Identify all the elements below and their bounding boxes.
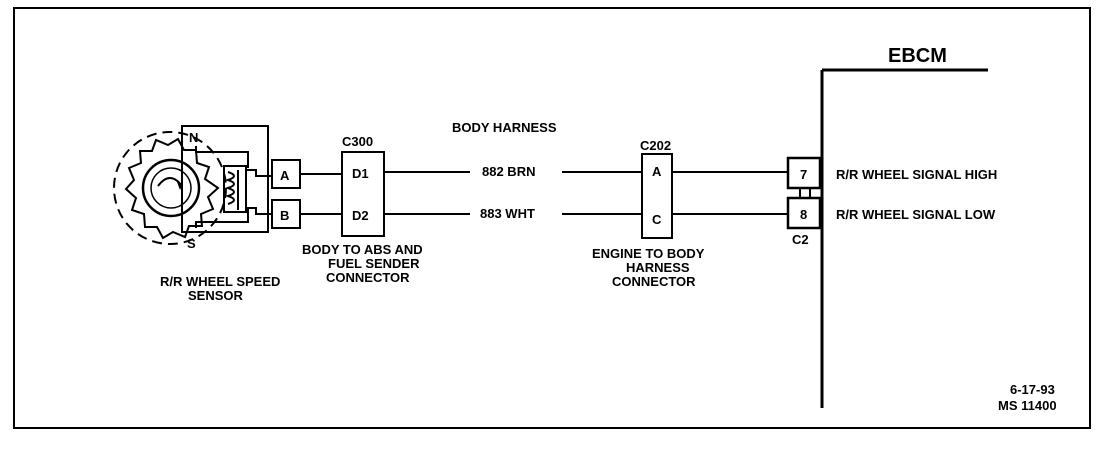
c300-label-line1: BODY TO ABS AND xyxy=(302,242,423,257)
wires: 882 BRN 883 WHT xyxy=(300,164,788,221)
sensor-teeth xyxy=(124,137,220,240)
sensor-rotation-arrow xyxy=(157,177,183,187)
sensor-pin-a-label: A xyxy=(280,168,290,183)
c202-label-line3: CONNECTOR xyxy=(612,274,696,289)
sensor-pin-b xyxy=(271,199,301,229)
c2-pin-8-label: 8 xyxy=(800,207,807,222)
c2-pin-8 xyxy=(786,196,822,230)
connector-c2: 7 8 C2 R/R WHEEL SIGNAL HIGH R/R WHEEL S… xyxy=(786,156,997,247)
sensor-coil xyxy=(223,165,247,213)
sensor-label-line2: SENSOR xyxy=(188,288,244,303)
signal-high-label: R/R WHEEL SIGNAL HIGH xyxy=(836,167,997,182)
c202-label-line1: ENGINE TO BODY xyxy=(592,246,705,261)
c300-id: C300 xyxy=(342,134,373,149)
c202-pin-c: C xyxy=(652,212,662,227)
signal-low-label: R/R WHEEL SIGNAL LOW xyxy=(836,207,996,222)
ebcm-label: EBCM xyxy=(888,45,947,67)
c300-pin-d2: D2 xyxy=(352,208,369,223)
c202-id: C202 xyxy=(640,138,671,153)
c2-id: C2 xyxy=(792,232,809,247)
body-harness-label: BODY HARNESS xyxy=(452,120,557,135)
c300-label-line3: CONNECTOR xyxy=(326,270,410,285)
sensor-inner-ring xyxy=(141,158,201,218)
connector-c300: C300 D1 D2 BODY TO ABS AND FUEL SENDER C… xyxy=(302,134,423,285)
diagram-border xyxy=(13,7,1091,429)
c2-pin-7-label: 7 xyxy=(800,167,807,182)
wheel-speed-sensor: N S A B R/R WHEEL SPEED SENSOR xyxy=(113,125,301,303)
c202-pin-a: A xyxy=(652,164,662,179)
c300-pin-d1: D1 xyxy=(352,166,369,181)
sensor-hub xyxy=(150,167,192,209)
sensor-pin-b-label: B xyxy=(280,208,289,223)
diagram-date: 6-17-93 xyxy=(1010,382,1055,397)
c300-label-line2: FUEL SENDER xyxy=(328,256,420,271)
connector-c202: C202 A C ENGINE TO BODY HARNESS CONNECTO… xyxy=(592,138,705,289)
sensor-south-label: S xyxy=(187,236,196,251)
wire-883-label: 883 WHT xyxy=(480,206,535,221)
wire-882-label: 882 BRN xyxy=(482,164,535,179)
sensor-north-label: N xyxy=(189,130,198,145)
tone-wheel xyxy=(113,131,227,245)
diagram-ms-number: MS 11400 xyxy=(998,398,1057,413)
ebcm-module: EBCM xyxy=(820,45,988,408)
sensor-pin-a xyxy=(271,159,301,189)
sensor-housing xyxy=(181,125,269,233)
c300-body xyxy=(341,151,385,237)
sensor-label-line1: R/R WHEEL SPEED xyxy=(160,274,280,289)
c2-pin-7 xyxy=(786,156,822,190)
c202-label-line2: HARNESS xyxy=(626,260,690,275)
c202-body xyxy=(641,153,673,239)
